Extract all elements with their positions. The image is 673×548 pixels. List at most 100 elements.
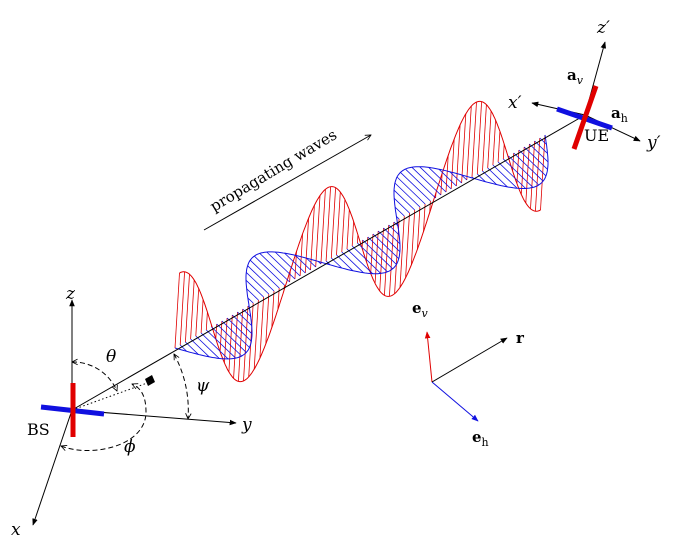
wave-v-hatch xyxy=(405,212,410,278)
wave-h-hatch xyxy=(438,168,457,187)
wave-v-hatch xyxy=(370,233,374,274)
wave-v-hatch xyxy=(265,293,270,345)
wave-v-hatch xyxy=(516,149,520,184)
wave-v-hatch xyxy=(429,200,431,213)
wave-v-hatch xyxy=(205,311,208,331)
wave-h-hatch xyxy=(396,216,400,220)
wave-v-hatch xyxy=(450,138,455,190)
wave-v-hatch xyxy=(361,239,363,249)
label-e-v: ev xyxy=(412,299,429,320)
wave-v-hatch xyxy=(341,199,346,253)
wave-h-hatch xyxy=(200,332,229,360)
wave-h-hatch xyxy=(508,155,540,186)
wave-h-hatch xyxy=(362,239,393,270)
wave-h-hatch xyxy=(259,253,290,283)
wave-v-hatch xyxy=(423,203,426,232)
wave-h-hatch xyxy=(393,198,410,214)
wave-v-hatch xyxy=(411,209,416,265)
wave-v-hatch xyxy=(374,230,379,284)
wave-v-hatch xyxy=(185,274,190,343)
psi-arc xyxy=(174,354,188,419)
wave-v-hatch xyxy=(417,206,421,250)
wave-v-hatch xyxy=(502,144,505,160)
label-x-prime: x′ xyxy=(508,93,522,113)
wave-h-hatch xyxy=(492,164,518,189)
label-psi: ψ xyxy=(196,376,210,396)
wave-v-hatch xyxy=(304,218,309,274)
wave-h-hatch xyxy=(232,314,253,335)
wave-v-hatch xyxy=(399,215,405,288)
wave-v-hatch xyxy=(190,279,195,340)
wave-v-hatch xyxy=(289,270,291,283)
projection-line xyxy=(71,381,151,411)
wave-h-hatch xyxy=(221,320,250,348)
wave-h-hatch xyxy=(405,168,436,199)
label-ue: UE xyxy=(584,126,609,145)
wave-h-hatch xyxy=(247,305,250,308)
wave-h-hatch xyxy=(226,317,252,342)
ev-vector xyxy=(424,331,433,383)
wave-v-hatch xyxy=(487,110,492,169)
wave-h-hatch xyxy=(487,167,508,188)
wave-h-hatch xyxy=(351,245,382,274)
wave-v-hatch xyxy=(357,234,359,244)
wave-h-hatch xyxy=(254,255,285,286)
wave-v-hatch xyxy=(440,173,443,196)
wave-h-hatch xyxy=(266,251,296,280)
wave-h-hatch xyxy=(237,311,252,326)
wave-h-hatch xyxy=(400,172,431,202)
eh-vector xyxy=(431,381,479,422)
wave-h-hatch xyxy=(411,166,442,196)
wave-v-hatch xyxy=(179,271,185,346)
wave-h-hatch xyxy=(341,251,364,273)
wave-h-outline xyxy=(174,134,549,360)
wave-h-hatch xyxy=(179,344,188,352)
wave-v-hatch xyxy=(259,296,264,359)
wave-h-hatch xyxy=(477,173,486,182)
wave-h-hatch xyxy=(394,182,421,208)
label-e-h: eh xyxy=(472,428,489,449)
wave-h-hatch xyxy=(357,242,388,273)
wave-v-hatch xyxy=(379,227,384,291)
wave-v-hatch xyxy=(200,299,204,334)
wave-h-hatch xyxy=(246,272,270,295)
wave-h-hatch xyxy=(306,257,316,268)
wave-h-hatch xyxy=(216,323,247,353)
wave-v-hatch xyxy=(445,155,449,193)
wave-h-hatch xyxy=(539,137,547,145)
label-phi: ϕ xyxy=(124,437,136,457)
label-theta: θ xyxy=(106,347,116,367)
wave-v-hatch xyxy=(535,137,541,212)
wave-h-hatch xyxy=(513,152,544,182)
wave-v-hatch xyxy=(346,209,350,250)
wave-v-hatch xyxy=(233,311,238,379)
wave-v-hatch xyxy=(271,290,275,328)
wave-v-hatch xyxy=(238,308,244,382)
wave-v-hatch xyxy=(456,124,461,187)
wave-h-hatch xyxy=(419,166,447,193)
wave-v-hatch xyxy=(248,302,254,377)
r-vector xyxy=(431,337,508,383)
wave-h-hatch xyxy=(529,143,549,163)
wave-h-hatch xyxy=(284,252,306,274)
wave-h-hatch xyxy=(317,261,322,265)
wave-v-hatch xyxy=(466,106,472,181)
wave-h-hatch xyxy=(523,146,548,170)
wave-v-hatch xyxy=(497,131,501,163)
wave-v-hatch xyxy=(366,236,369,262)
propagating-waves-label: propagating waves xyxy=(207,126,340,216)
wave-h-hatch xyxy=(503,158,534,188)
label-y-prime: y′ xyxy=(646,133,661,153)
wave-h-hatch xyxy=(195,335,220,359)
wave-h-hatch xyxy=(294,255,311,271)
label-x: x xyxy=(11,520,21,540)
wave-v-hatch xyxy=(174,272,180,349)
wave-v-hatch xyxy=(389,221,395,297)
wave-v-hatch xyxy=(325,186,331,262)
wave-h-hatch xyxy=(206,329,236,359)
wave-h-hatch xyxy=(518,149,547,177)
wave-v-hatch xyxy=(228,314,233,373)
label-a-v: av xyxy=(567,66,584,87)
wave-v-hatch xyxy=(384,224,390,296)
